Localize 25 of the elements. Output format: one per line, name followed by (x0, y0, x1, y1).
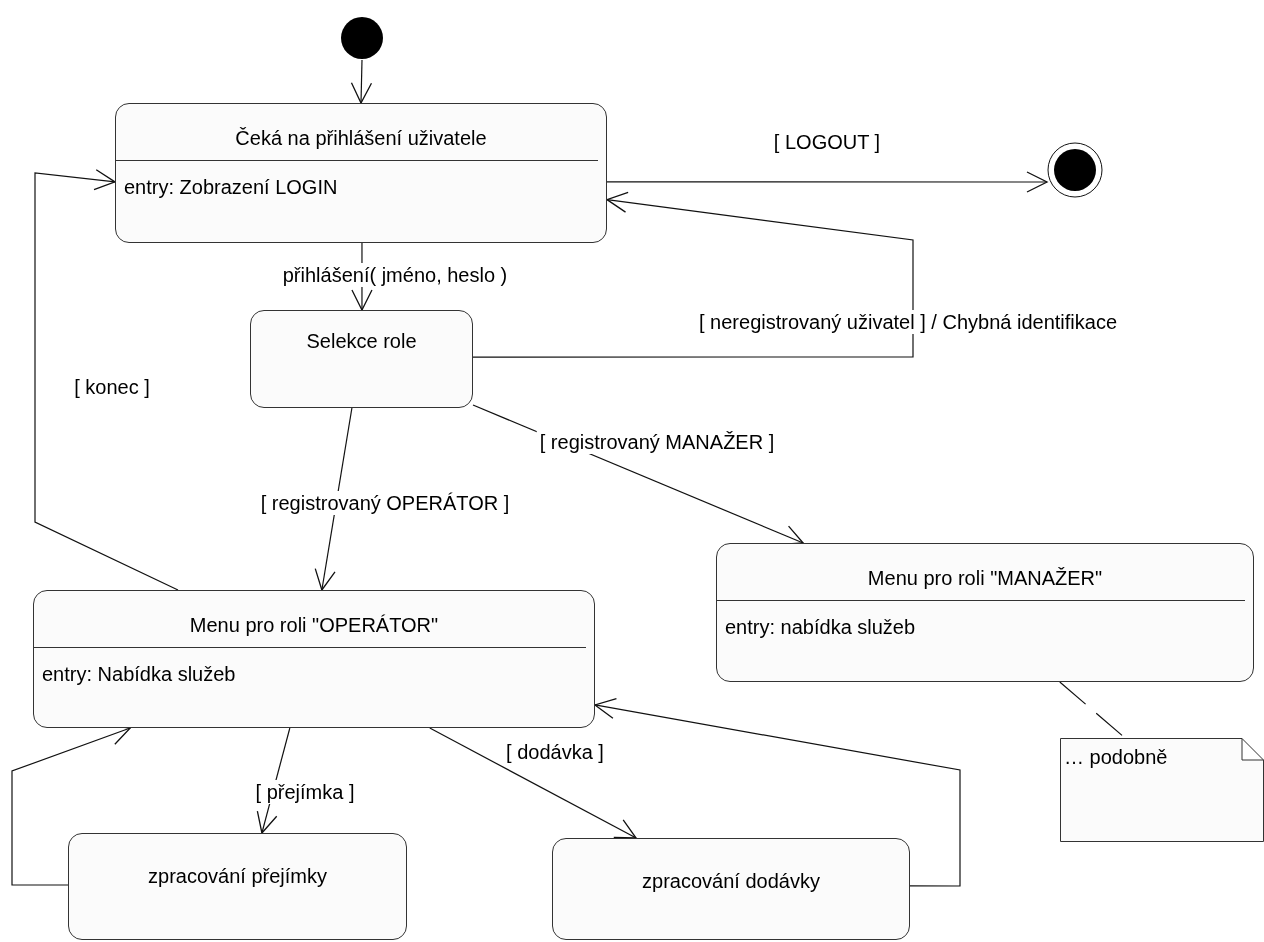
state-name: zpracování přejímky (147, 864, 328, 888)
transition-arrow (472, 191, 914, 358)
state-box (716, 543, 1254, 682)
transition-arrow (34, 169, 179, 591)
state-box (250, 310, 473, 408)
state-box (552, 838, 910, 940)
entry-action-text: entry: Nabídka služeb (34, 647, 586, 686)
state-name: Selekce role (305, 329, 418, 353)
transition-arrow (429, 727, 637, 839)
state-name: zpracování dodávky (641, 869, 821, 893)
entry-action-text: entry: Zobrazení LOGIN (116, 160, 598, 199)
state-box (115, 103, 607, 243)
state-name: Čeká na přihlášení uživatele (234, 126, 488, 150)
state-box (68, 833, 407, 940)
state-name: Menu pro roli "OPERÁTOR" (188, 613, 440, 637)
initial-state-dot (340, 16, 384, 60)
state-name: Menu pro roli "MANAŽER" (866, 566, 1104, 590)
state-box (33, 590, 595, 728)
transition-arrow (594, 697, 961, 887)
entry-action-text: entry: nabídka služeb (717, 600, 1245, 639)
final-state-symbol (1047, 142, 1103, 198)
transition-arrow (606, 171, 1048, 193)
transition-arrow (350, 59, 373, 104)
note-text: … podobně (1064, 746, 1168, 769)
note (1060, 738, 1264, 842)
